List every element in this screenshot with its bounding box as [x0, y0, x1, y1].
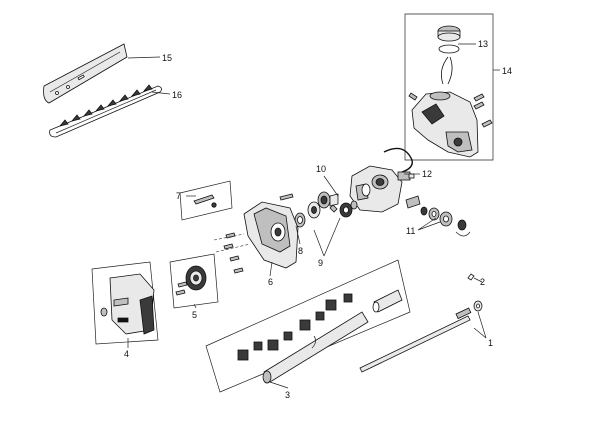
- callout-6: 6: [268, 277, 273, 287]
- tank-screw-part[interactable]: [473, 93, 493, 128]
- drive-shaft-box[interactable]: [205, 259, 411, 393]
- callout-9: 9: [318, 258, 323, 268]
- callout-11: 11: [406, 226, 415, 236]
- bar-stud-screw-part[interactable]: [213, 193, 294, 274]
- oil-tank-body-part[interactable]: [411, 91, 479, 158]
- gear-part[interactable]: [329, 200, 358, 218]
- callout-10: 10: [316, 164, 326, 174]
- gear-case-fitting-part[interactable]: [397, 171, 415, 181]
- pin-kit-box[interactable]: [179, 180, 233, 221]
- callout-2: 2: [480, 277, 485, 287]
- guide-bar-part[interactable]: [43, 43, 128, 104]
- callout-14: 14: [502, 66, 512, 76]
- bearing-8-part[interactable]: [294, 201, 321, 228]
- leader-lines: [127, 43, 500, 389]
- callout-3: 3: [285, 390, 290, 400]
- pinion-gear-part[interactable]: [317, 191, 339, 209]
- callout-4: 4: [124, 349, 129, 359]
- callout-8: 8: [298, 246, 303, 256]
- bearing-seal-set-part[interactable]: [405, 195, 471, 237]
- retaining-clip-part[interactable]: [467, 273, 475, 281]
- callout-12: 12: [422, 169, 432, 179]
- oil-cap-part[interactable]: [437, 25, 461, 42]
- oil-hose-part[interactable]: [440, 56, 453, 85]
- gear-case-part[interactable]: [349, 165, 403, 213]
- saw-chain-part[interactable]: [49, 84, 162, 138]
- callout-15: 15: [162, 53, 172, 63]
- oil-tank-assembly-box[interactable]: [404, 13, 494, 161]
- side-plate-part[interactable]: [243, 201, 299, 269]
- cap-gasket-part[interactable]: [438, 44, 460, 54]
- gear-case-cable-part[interactable]: [383, 147, 413, 173]
- callout-1: 1: [488, 338, 493, 348]
- callout-7: 7: [176, 191, 181, 201]
- callout-13: 13: [478, 39, 488, 49]
- sprocket-box[interactable]: [169, 253, 219, 309]
- callout-5: 5: [192, 310, 197, 320]
- callout-16: 16: [172, 90, 182, 100]
- drive-shaft-washer-part[interactable]: [473, 300, 483, 312]
- chain-cover-box[interactable]: [91, 261, 159, 345]
- drive-shaft-part[interactable]: [359, 307, 472, 373]
